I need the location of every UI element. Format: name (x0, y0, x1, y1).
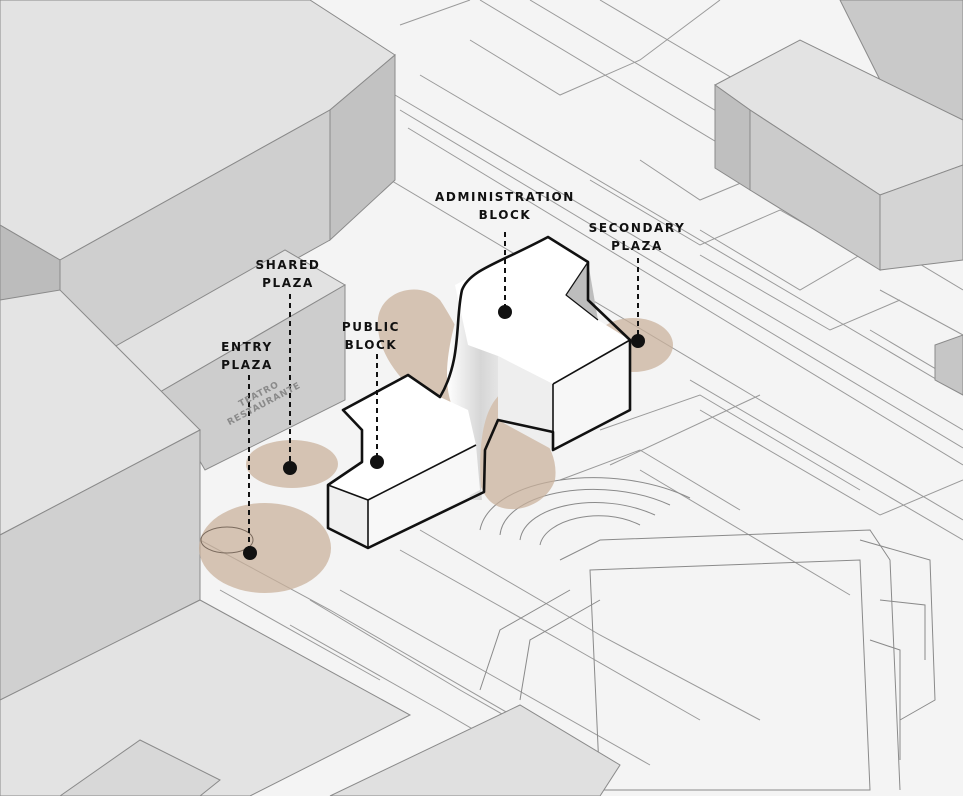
administration-block-marker (498, 305, 512, 319)
label-secondary-line2: PLAZA (611, 239, 663, 253)
label-secondary-line1: SECONDARY (589, 221, 686, 235)
label-secondary-plaza: SECONDARY PLAZA (589, 221, 686, 253)
label-shared-line1: SHARED (256, 258, 321, 272)
label-entry-line2: PLAZA (221, 358, 273, 372)
public-block-marker (370, 455, 384, 469)
secondary-plaza-marker (631, 334, 645, 348)
entry-plaza-zone (199, 503, 331, 593)
shared-plaza-marker (283, 461, 297, 475)
proposed-buildings (328, 237, 630, 548)
label-shared-line2: PLAZA (262, 276, 314, 290)
label-entry-line1: ENTRY (221, 340, 273, 354)
label-administration-line1: ADMINISTRATION (435, 190, 575, 204)
label-public-line1: PUBLIC (342, 320, 400, 334)
label-public-line2: BLOCK (345, 338, 398, 352)
label-administration-line2: BLOCK (479, 208, 532, 222)
entry-plaza-marker (243, 546, 257, 560)
context-building-northeast (715, 0, 963, 395)
